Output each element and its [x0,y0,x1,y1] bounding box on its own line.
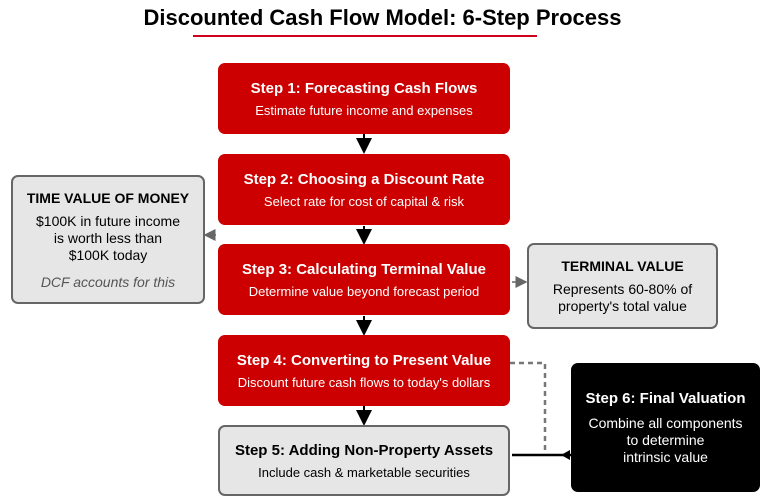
time-value-line: is worth less than [53,229,163,246]
step-description: Include cash & marketable securities [258,464,470,480]
step-heading: Step 2: Choosing a Discount Rate [243,170,485,188]
step-5-box: Step 5: Adding Non-Property Assets Inclu… [218,425,510,496]
step-heading: Step 1: Forecasting Cash Flows [250,79,478,97]
step-description-line: intrinsic value [623,448,708,465]
terminal-value-line: Represents 60-80% of [552,280,693,297]
step-description: Estimate future income and expenses [255,102,473,118]
step-description-line: Combine all components [588,414,743,431]
page-title: Discounted Cash Flow Model: 6-Step Proce… [143,5,622,30]
step-heading: Step 5: Adding Non-Property Assets [234,441,494,459]
step-heading: Step 6: Final Valuation [585,389,746,407]
step-description: Select rate for cost of capital & risk [263,193,465,209]
terminal-value-line: property's total value [558,297,687,314]
step-4-box: Step 4: Converting to Present Value Disc… [218,335,510,406]
time-value-line: $100K today [68,246,148,263]
step-1-box: Step 1: Forecasting Cash Flows Estimate … [218,63,510,134]
step-description: Discount future cash flows to today's do… [237,374,491,390]
terminal-value-box: TERMINAL VALUE Represents 60-80% of prop… [527,243,718,329]
title-underline [193,35,537,37]
time-value-line: $100K in future income [36,212,180,229]
terminal-value-heading: TERMINAL VALUE [561,257,684,274]
time-value-heading: TIME VALUE OF MONEY [26,189,190,206]
time-value-box: TIME VALUE OF MONEY $100K in future inco… [11,175,205,304]
step-description: Determine value beyond forecast period [248,283,480,299]
step-heading: Step 3: Calculating Terminal Value [242,260,486,278]
step-6-box: Step 6: Final Valuation Combine all comp… [571,363,760,492]
dotted-step4-link [510,361,547,455]
time-value-note: DCF accounts for this [40,273,176,290]
step-2-box: Step 2: Choosing a Discount Rate Select … [218,154,510,225]
step-3-box: Step 3: Calculating Terminal Value Deter… [218,244,510,315]
arrowhead-step6 [561,450,570,460]
step-description-line: to determine [626,431,705,448]
step-heading: Step 4: Converting to Present Value [236,351,492,369]
